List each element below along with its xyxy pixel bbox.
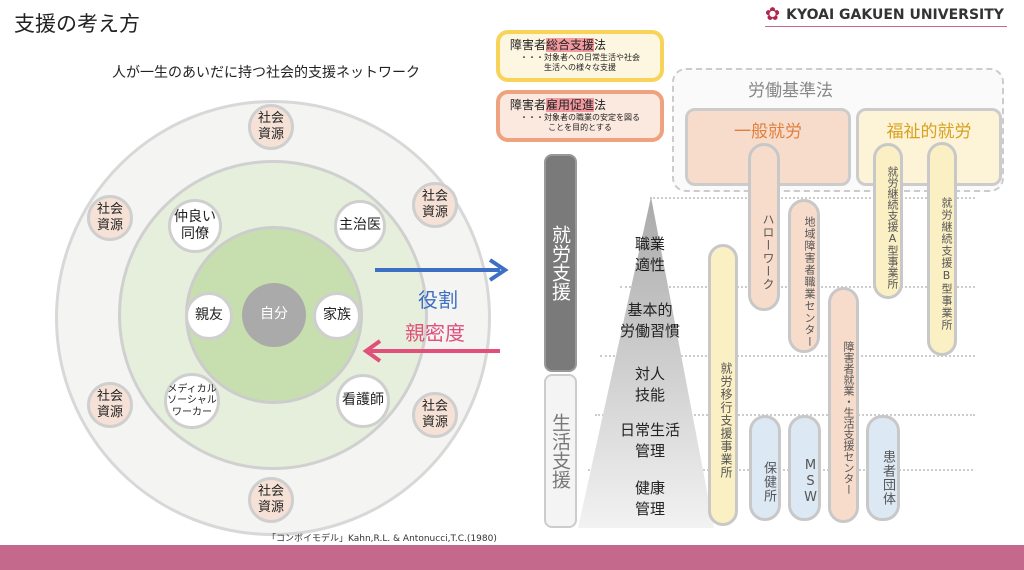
service-type-b: 就労継続支援B型事業所: [927, 142, 957, 356]
node-doctor: 主治医: [334, 200, 386, 252]
logo: ✿ KYOAI GAKUEN UNIVERSITY: [765, 4, 1004, 25]
node-colleague: 仲良い 同僚: [168, 199, 222, 253]
node-best-friend: 親友: [185, 292, 233, 340]
pyramid-level-interpersonal: 対人 技能: [634, 365, 665, 404]
node-social-resource: 社会 資源: [412, 182, 458, 228]
node-social-resource: 社会 資源: [248, 104, 294, 150]
law-employment-promotion: 障害者雇用促進法 ・・・対象者の職業の安定を図る ことを目的とする: [496, 90, 664, 142]
pyramid-level-health: 健康 管理: [634, 479, 665, 518]
level-divider: [595, 414, 975, 416]
node-social-resource: 社会 資源: [87, 382, 133, 428]
level-divider: [650, 197, 975, 199]
service-msw: MSW: [788, 415, 821, 521]
intimacy-label: 親密度: [405, 321, 465, 345]
page-title: 支援の考え方: [14, 12, 140, 36]
footer-bar: [0, 545, 1024, 570]
node-family: 家族: [313, 292, 361, 340]
pyramid-level-work-habits: 基本的 労働習慣: [619, 301, 680, 340]
level-divider: [600, 355, 975, 357]
node-social-resource: 社会 資源: [87, 195, 133, 241]
pyramid-level-aptitude: 職業 適性: [634, 235, 665, 274]
life-support-bar: 生活支援: [544, 374, 577, 528]
logo-underline: [765, 26, 1007, 27]
node-social-resource: 社会 資源: [248, 477, 294, 523]
service-transition-support: 就労移行支援事業所: [708, 244, 738, 526]
node-social-resource: 社会 資源: [412, 392, 458, 438]
intimacy-arrow-icon: [362, 339, 500, 363]
node-nurse: 看護師: [336, 374, 390, 428]
service-patient-groups: 患者団体: [866, 415, 900, 521]
citation: 「コンボイモデル」Kahn,R.L. & Antonucci,T.C.(1980…: [267, 534, 497, 544]
service-employment-life-center: 障害者就業・生活支援センター: [828, 287, 859, 523]
role-arrow-icon: [375, 258, 509, 282]
service-type-a: 就労継続支援A型事業所: [873, 143, 903, 299]
pyramid-level-daily-life: 日常生活 管理: [619, 421, 680, 460]
service-hello-work: ハローワーク: [748, 143, 780, 311]
flower-logo-icon: ✿: [765, 4, 781, 25]
work-support-bar: 就労支援: [544, 154, 577, 372]
role-label: 役割: [418, 288, 458, 312]
labor-standards-label: 労働基準法: [748, 81, 833, 101]
network-caption: 人が一生のあいだに持つ社会的支援ネットワーク: [112, 65, 420, 81]
service-regional-vocational-center: 地域障害者職業センター: [788, 199, 820, 353]
self-node: 自分: [242, 283, 306, 347]
law-comprehensive-support: 障害者総合支援法 ・・・対象者への日常生活や社会 生活への様々な支援: [496, 30, 664, 82]
service-health-center: 保健所: [749, 415, 781, 521]
node-msw: メディカル ソーシャル ワーカー: [164, 373, 220, 429]
